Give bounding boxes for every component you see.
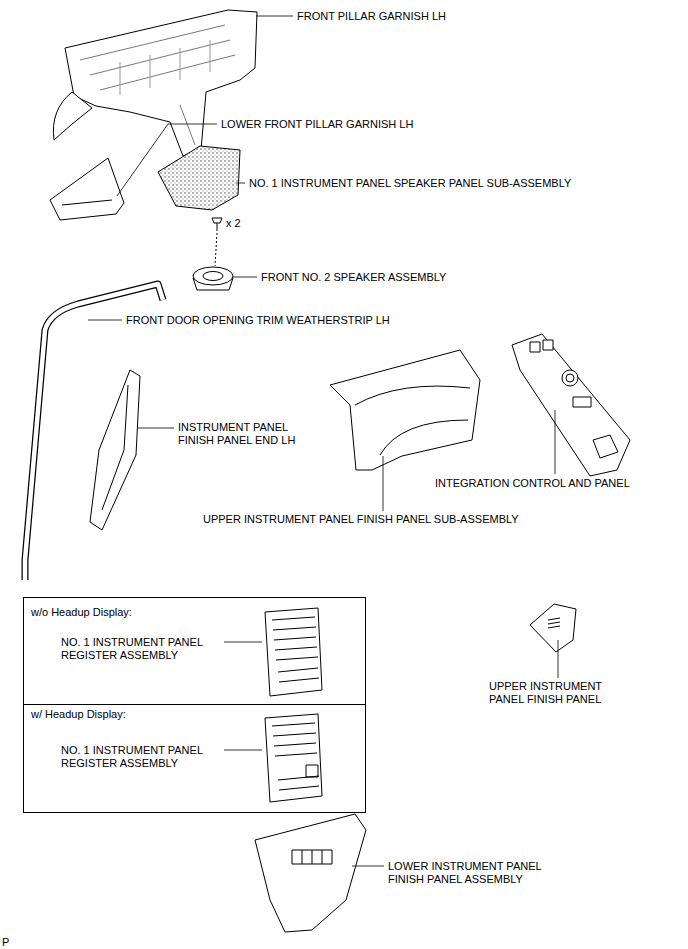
lower-finish-panel [255, 814, 366, 932]
quantity-label: x 2 [226, 217, 241, 230]
variant-box: w/ Headup Display: NO. 1 INSTRUMENT PANEL… [23, 705, 366, 813]
speaker-panel [158, 146, 240, 210]
upper-finish-panel-sub [330, 350, 480, 470]
part-label: NO. 1 INSTRUMENT PANEL REGISTER ASSEMBLY [61, 744, 211, 770]
dashed-line [215, 233, 217, 266]
lower-front-pillar-garnish [50, 158, 124, 220]
part-label: UPPER INSTRUMENT PANEL FINISH PANEL SUB-… [203, 513, 519, 526]
variant-box: w/o Headup Display: NO. 1 INSTRUMENT PANE… [23, 597, 366, 705]
part-label: INTEGRATION CONTROL AND PANEL [435, 477, 630, 490]
screw-symbol [212, 218, 222, 231]
page-mark: P [2, 936, 9, 949]
upper-finish-panel [530, 604, 576, 652]
part-label: INSTRUMENT PANEL FINISH PANEL END LH [178, 421, 308, 447]
variant-heading: w/ Headup Display: [31, 708, 126, 721]
speaker-symbol [193, 267, 233, 290]
register-symbol [265, 714, 322, 802]
part-label: FRONT DOOR OPENING TRIM WEATHERSTRIP LH [126, 314, 390, 327]
part-label: NO. 1 INSTRUMENT PANEL REGISTER ASSEMBLY [61, 636, 211, 662]
leader-lines [88, 16, 558, 866]
register-symbol [265, 608, 322, 696]
part-label: LOWER FRONT PILLAR GARNISH LH [221, 118, 413, 131]
part-label: LOWER INSTRUMENT PANEL FINISH PANEL ASSE… [388, 860, 548, 886]
finish-panel-end [90, 370, 140, 530]
weatherstrip [25, 284, 163, 580]
part-label: NO. 1 INSTRUMENT PANEL SPEAKER PANEL SUB… [249, 177, 571, 190]
variant-heading: w/o Headup Display: [31, 606, 132, 619]
part-label: FRONT PILLAR GARNISH LH [297, 10, 446, 23]
part-label: FRONT NO. 2 SPEAKER ASSEMBLY [261, 271, 446, 284]
front-pillar-garnish [53, 10, 257, 156]
integration-control-panel [512, 334, 630, 476]
part-label: UPPER INSTRUMENT PANEL FINISH PANEL [489, 680, 617, 706]
